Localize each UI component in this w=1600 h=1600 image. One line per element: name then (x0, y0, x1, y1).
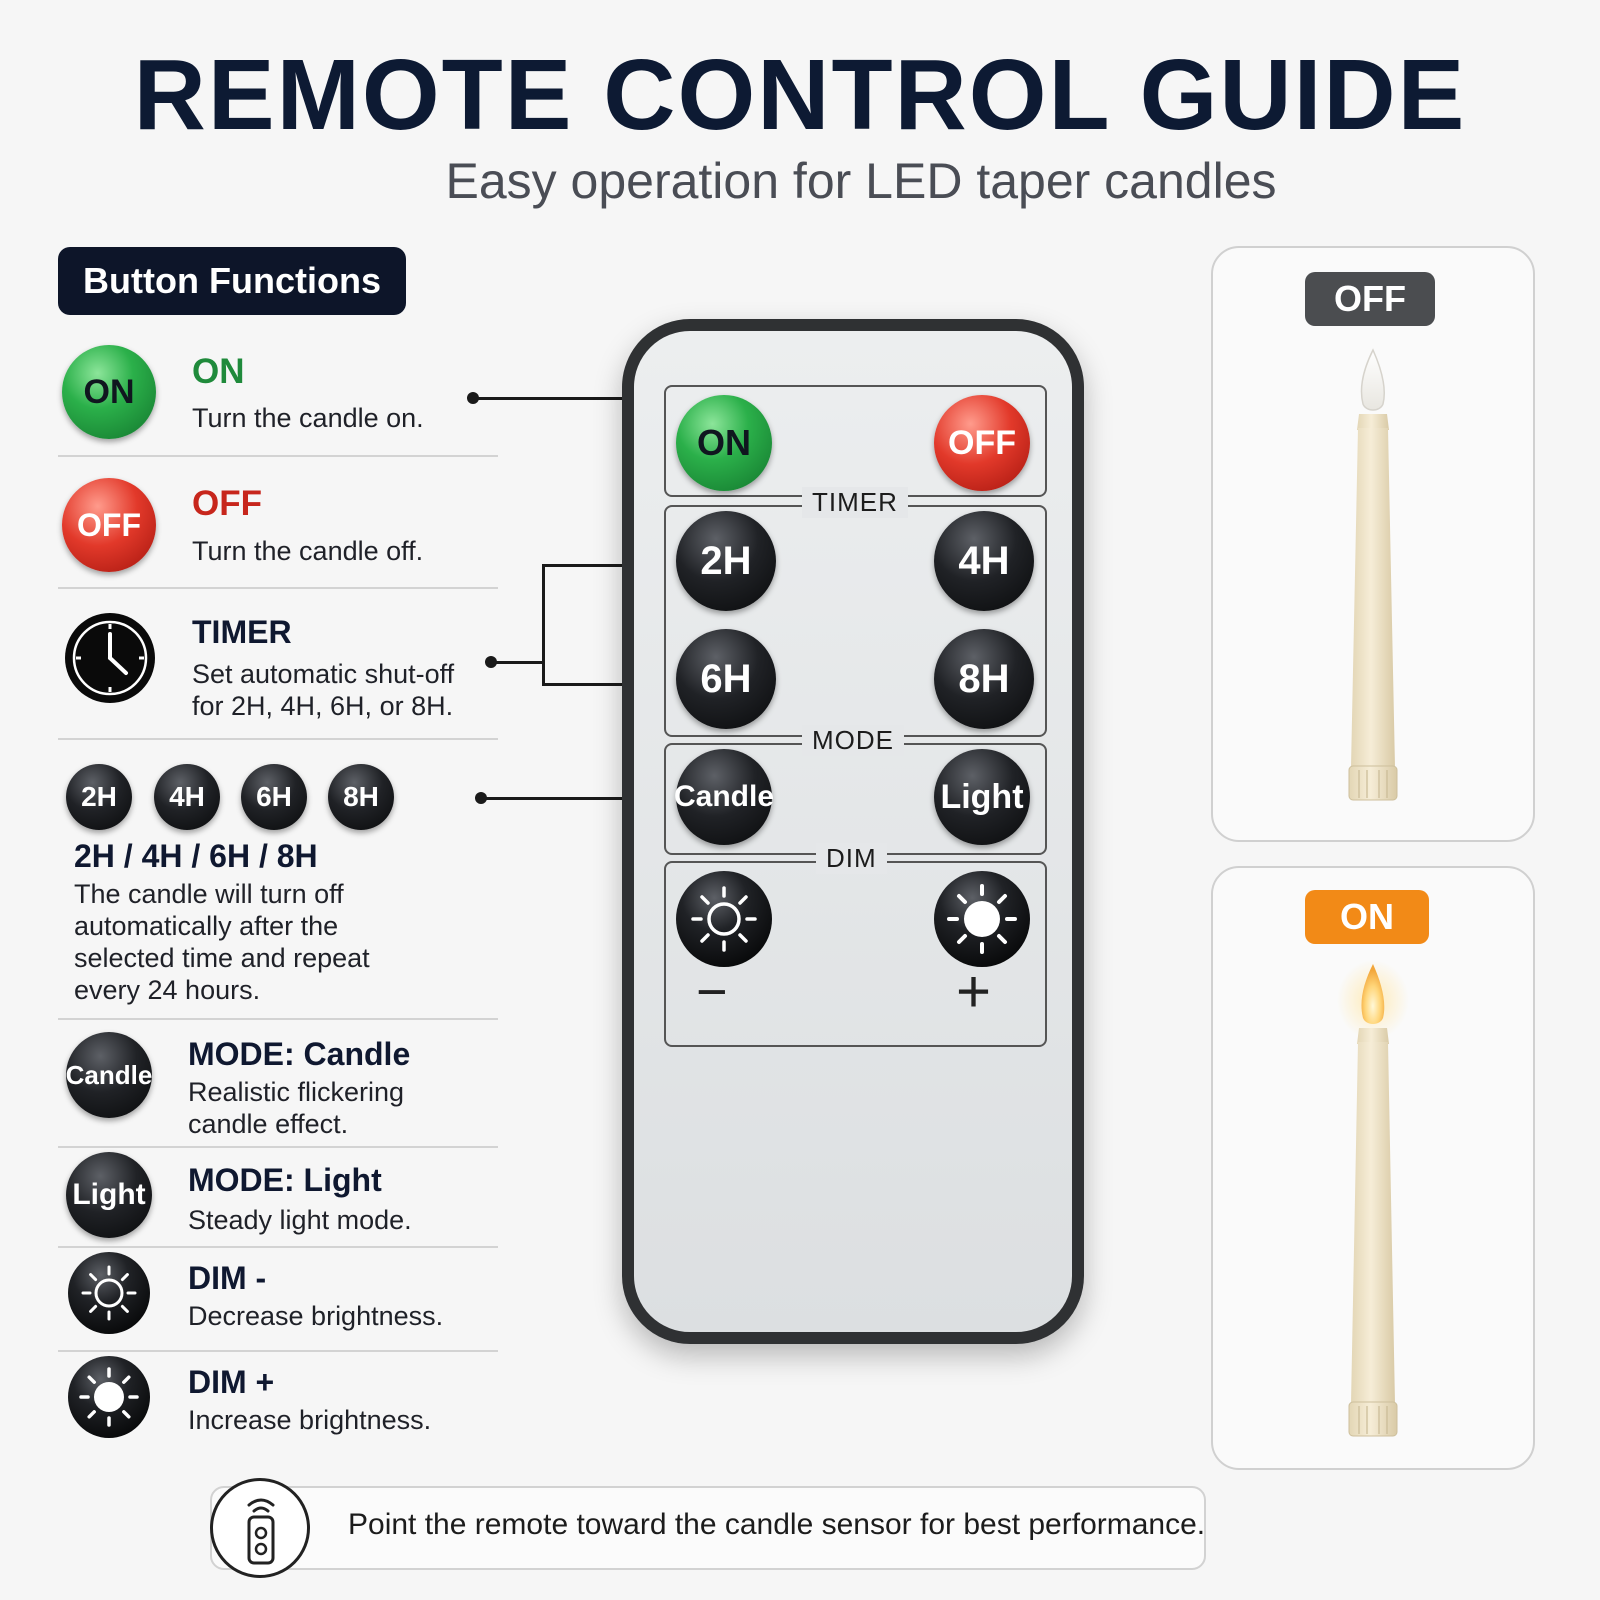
divider (58, 1246, 498, 1248)
remote-candle-button[interactable]: Candle (674, 749, 774, 845)
on-title: ON (192, 352, 245, 391)
page-title: REMOTE CONTROL GUIDE (133, 39, 1467, 151)
timer-description-line1: Set automatic shut-off (192, 659, 455, 689)
on-state-badge: ON (1305, 890, 1429, 944)
remote-dim-minus-button[interactable] (674, 869, 774, 969)
tip-icon-frame (210, 1478, 310, 1578)
timer-chip-6h: 6H (241, 764, 307, 830)
off-state-badge: OFF (1305, 272, 1435, 326)
hours-description-line3: selected time and repeat (74, 943, 370, 973)
mode-light-icon: Light (66, 1152, 152, 1238)
mode-candle-description-line1: Realistic flickering (188, 1077, 405, 1107)
section-label-button-functions: Button Functions (58, 247, 406, 315)
candle-off-card: OFF (1211, 246, 1535, 842)
remote-light-button[interactable]: Light (934, 749, 1030, 845)
remote-signal-icon (247, 1498, 275, 1565)
tip-text: Point the remote toward the candle senso… (348, 1508, 1206, 1541)
dim-minus-description: Decrease brightness. (188, 1301, 444, 1331)
connector-line (481, 797, 643, 800)
remote-control: ON OFF TIMER 2H 4H 6H 8H MODE Candle Lig… (622, 319, 1084, 1344)
candle-off-illustration (1348, 348, 1398, 801)
timer-chip-4h: 4H (154, 764, 220, 830)
hours-description-line1: The candle will turn off (74, 879, 344, 909)
candle-on-card: ON (1211, 866, 1535, 1470)
connector-line (542, 564, 545, 685)
hours-description-line2: automatically after the (74, 911, 339, 941)
dim-plus-sign: + (956, 958, 992, 1025)
sun-outline-icon (68, 1252, 150, 1334)
timer-title: TIMER (192, 614, 292, 650)
divider (58, 1146, 498, 1148)
divider (58, 587, 498, 589)
divider (58, 1350, 498, 1352)
mode-candle-title: MODE: Candle (188, 1036, 411, 1072)
hours-title: 2H / 4H / 6H / 8H (74, 838, 318, 874)
timer-chip-8h: 8H (328, 764, 394, 830)
remote-4h-button[interactable]: 4H (934, 511, 1034, 611)
candle-on-illustration (1337, 960, 1409, 1437)
timer-description-line2: for 2H, 4H, 6H, or 8H. (192, 691, 454, 721)
remote-dim-plus-button[interactable] (932, 869, 1032, 969)
remote-6h-button[interactable]: 6H (676, 629, 776, 729)
remote-off-button[interactable]: OFF (934, 395, 1030, 491)
page-subtitle: Easy operation for LED taper candles (445, 153, 1277, 209)
connector-line (542, 564, 644, 567)
remote-8h-button[interactable]: 8H (934, 629, 1034, 729)
hours-description-line4: every 24 hours. (74, 975, 261, 1005)
connector-line (542, 683, 644, 686)
tip-bar (210, 1486, 1206, 1570)
off-button-icon: OFF (62, 478, 156, 572)
dim-plus-description: Increase brightness. (188, 1405, 432, 1435)
dim-minus-title: DIM - (188, 1260, 267, 1296)
remote-on-button[interactable]: ON (676, 395, 772, 491)
dim-minus-sign: − (696, 962, 728, 1022)
on-button-icon: ON (62, 345, 156, 439)
timer-group-label: TIMER (802, 487, 908, 518)
sun-filled-icon (68, 1356, 150, 1438)
divider (58, 455, 498, 457)
mode-light-description: Steady light mode. (188, 1205, 412, 1235)
mode-candle-icon: Candle (66, 1032, 152, 1118)
timer-chip-2h: 2H (66, 764, 132, 830)
divider (58, 738, 498, 740)
connector-line (491, 661, 544, 664)
off-description: Turn the candle off. (192, 536, 424, 566)
on-description: Turn the candle on. (192, 403, 424, 433)
divider (58, 1018, 498, 1020)
mode-group-label: MODE (802, 725, 904, 756)
mode-light-title: MODE: Light (188, 1162, 382, 1198)
dim-plus-title: DIM + (188, 1364, 275, 1400)
off-title: OFF (192, 484, 262, 523)
remote-2h-button[interactable]: 2H (676, 511, 776, 611)
connector-line (473, 397, 651, 400)
clock-icon (65, 613, 155, 703)
mode-candle-description-line2: candle effect. (188, 1109, 349, 1139)
dim-group-label: DIM (816, 843, 887, 874)
